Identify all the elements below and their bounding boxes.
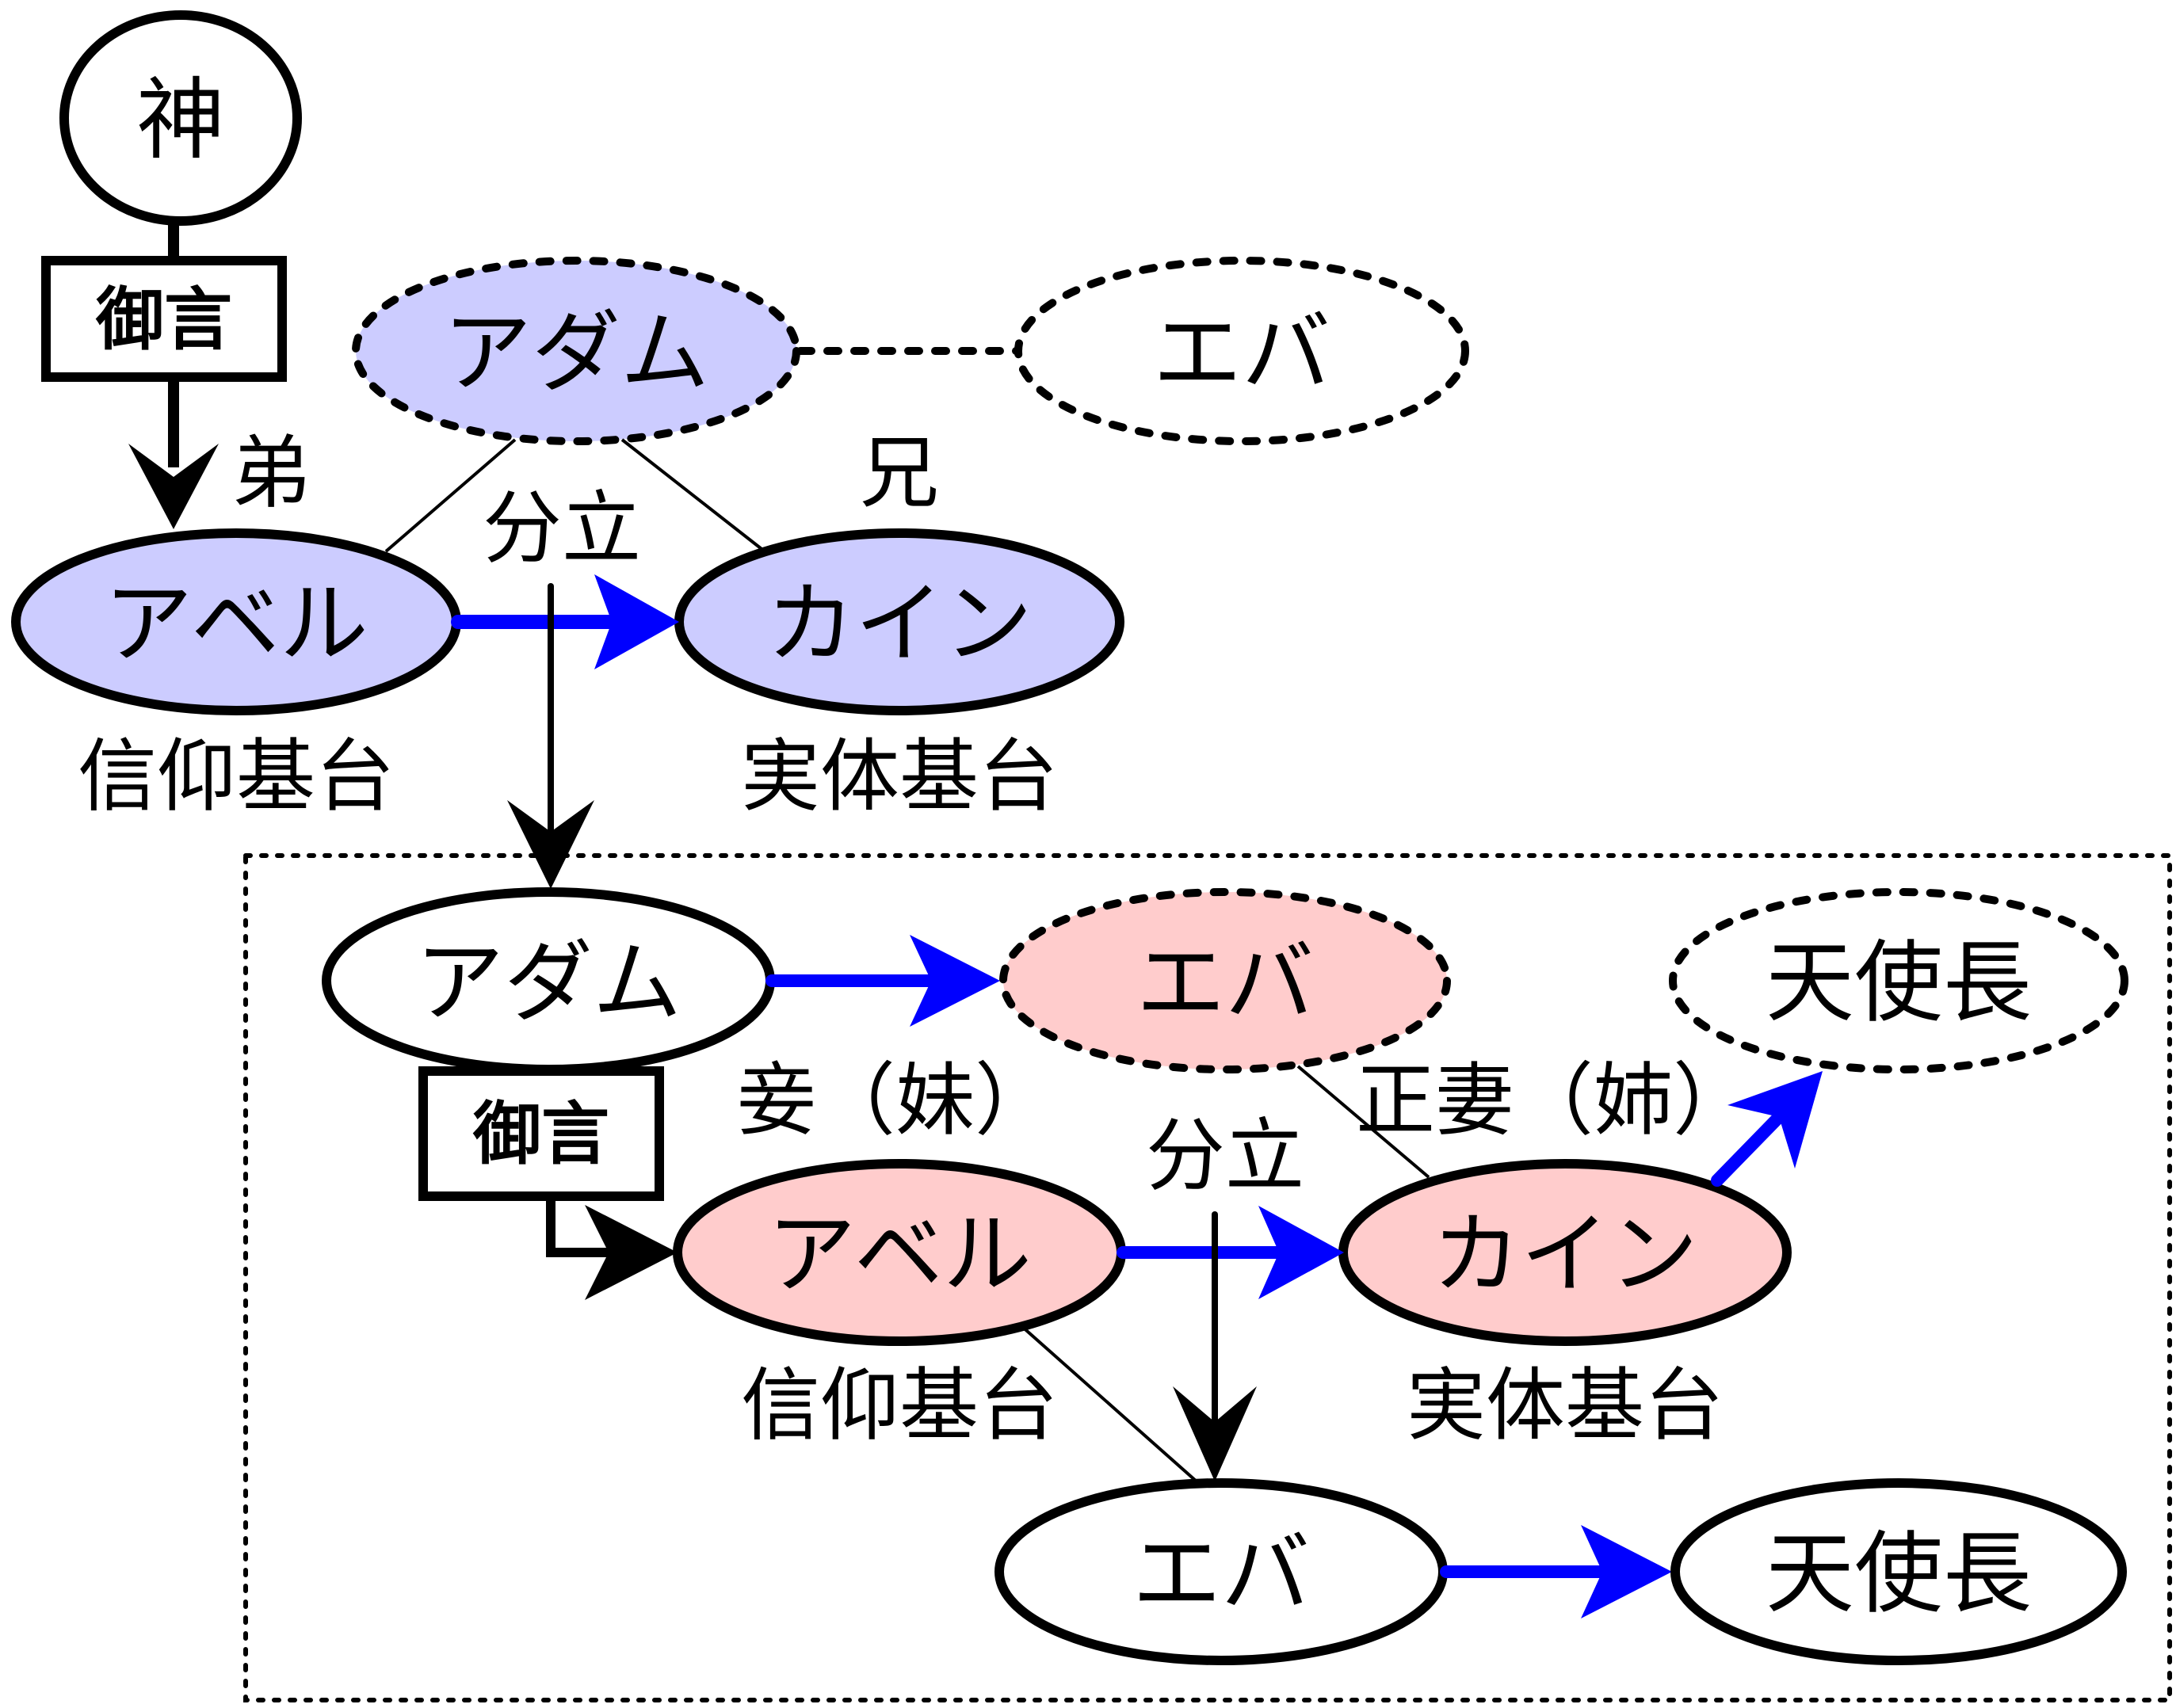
abel-top-label: アベル xyxy=(104,573,368,676)
cain-archangel-blue-arrowhead xyxy=(1727,1071,1823,1169)
abel-bottom-label: アベル xyxy=(767,1203,1032,1306)
word-to-abel-elbow-line xyxy=(546,1196,634,1257)
split-down-arrowhead xyxy=(507,800,594,889)
adam-cain-line xyxy=(620,438,766,553)
archangel-dashed-label: 天使長 xyxy=(1766,932,2032,1035)
cain-archangel-blue-arrow xyxy=(1711,1111,1785,1187)
eve-top-node xyxy=(1014,257,1469,445)
abel-cain-blue-arrowhead xyxy=(594,574,679,669)
eve-top-label: エバ xyxy=(1153,302,1330,405)
word-box-top xyxy=(41,256,287,382)
lower-dotted-frame xyxy=(243,853,2172,1702)
archangel-bottom-node xyxy=(1670,1478,2127,1665)
split-label-top: 分立 xyxy=(483,482,641,575)
god-node xyxy=(59,10,302,226)
split-down-arrow-bottom-head xyxy=(1173,1386,1257,1481)
younger-label: 弟 xyxy=(231,427,311,520)
eve-pink-node xyxy=(999,888,1451,1073)
substance-foundation-label-bottom: 実体基台 xyxy=(1407,1359,1724,1452)
cain-top-label: カイン xyxy=(766,573,1033,676)
word-box-bottom-label: 御言 xyxy=(472,1095,609,1174)
adam-eve-blue-arrowhead xyxy=(910,935,1000,1027)
word-to-abel-arrowhead xyxy=(128,444,219,529)
word-box-top-label: 御言 xyxy=(95,280,232,360)
adam-bottom-label: アダム xyxy=(415,932,681,1035)
abel-eve-line xyxy=(1019,1324,1198,1483)
cain-bottom-label: カイン xyxy=(1432,1203,1698,1306)
legal-wife-label: 正妻（姉） xyxy=(1356,1054,1752,1147)
word-box-bottom xyxy=(418,1066,664,1201)
eve-pink-label: エバ xyxy=(1136,932,1314,1035)
eve-bottom-label: エバ xyxy=(1132,1523,1310,1626)
abel-cain-bottom-blue-arrowhead xyxy=(1258,1206,1344,1299)
concubine-label: 妾（妹） xyxy=(737,1054,1054,1147)
eve-cain-line xyxy=(1296,1065,1430,1179)
split-label-bottom: 分立 xyxy=(1146,1110,1304,1203)
adam-abel-line xyxy=(384,438,517,553)
archangel-dashed-node xyxy=(1669,888,2128,1073)
archangel-bottom-label: 天使長 xyxy=(1766,1523,2032,1626)
elder-label: 兄 xyxy=(860,427,939,520)
faith-foundation-label-bottom: 信仰基台 xyxy=(741,1359,1058,1452)
god-label: 神 xyxy=(136,69,225,172)
eve-archangel-blue-arrowhead xyxy=(1581,1525,1672,1618)
substance-foundation-label-top: 実体基台 xyxy=(741,730,1058,823)
faith-foundation-label-top: 信仰基台 xyxy=(78,730,395,823)
word-to-abel-elbow-arrowhead xyxy=(585,1205,678,1300)
adam-top-label: アダム xyxy=(443,302,709,405)
